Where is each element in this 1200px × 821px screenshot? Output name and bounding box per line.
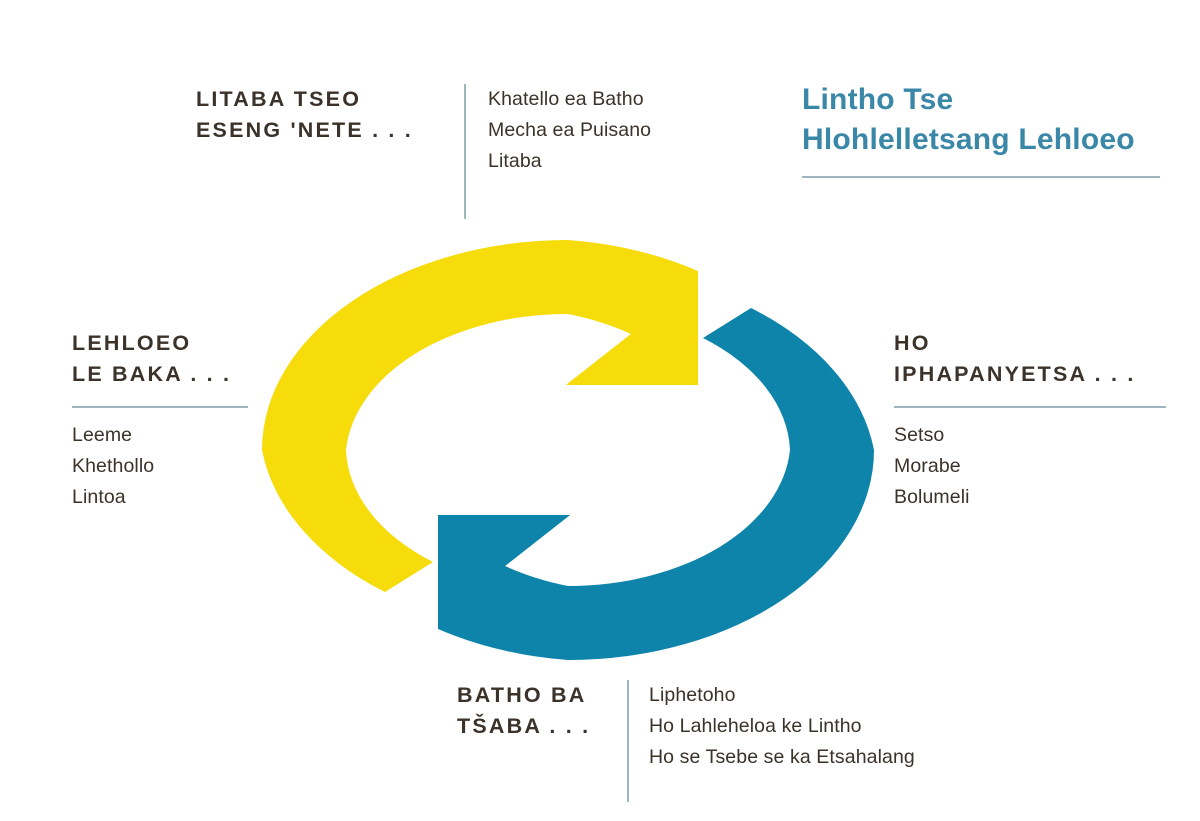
page-title: Lintho Tse Hlohlelletsang Lehloeo [802,80,1182,178]
list-item: Mecha ea Puisano [488,118,652,141]
list-item: Liphetoho [649,684,736,706]
block-misinformation-heading: LITABA TSEO ESENG 'NETE . . . [196,87,413,143]
block-divide: HO IPHAPANYETSA . . . Setso Morabe Bolum… [894,328,1166,513]
page-title-divider [802,175,1160,178]
block-misinformation-list: Khatello ea Batho Mecha ea Puisano Litab… [488,84,651,176]
yellow-arrowhead [566,271,698,385]
yellow-arrow-shape [262,240,698,592]
block-fear: BATHO BA TŠABA . . . Liphetoho Ho Lahleh… [457,680,915,802]
block-divide-list: Setso Morabe Bolumeli [894,420,1166,512]
list-item: Leeme [72,424,133,447]
block-fear-list: Liphetoho Ho Lahleheloa ke Lintho Ho se … [649,680,915,772]
blue-arrowhead [438,515,570,629]
list-item: Lintoa [72,485,126,508]
list-item: Litaba [488,149,542,172]
block-causes: LEHLOEO LE BAKA . . . Leeme Khethollo Li… [72,328,248,513]
block-fear-divider [627,680,629,802]
block-divide-divider [894,406,1166,409]
list-item: Bolumeli [894,485,970,508]
block-misinformation-divider [464,84,466,219]
block-causes-list: Leeme Khethollo Lintoa [72,420,248,512]
list-item: Ho Lahleheloa ke Lintho [649,714,862,737]
list-item: Khatello ea Batho [488,88,644,110]
block-misinformation: LITABA TSEO ESENG 'NETE . . . Khatello e… [196,84,651,219]
blue-arrow [438,308,874,660]
list-item: Setso [894,424,945,447]
block-causes-heading: LEHLOEO LE BAKA . . . [72,331,232,387]
block-causes-divider [72,406,248,409]
list-item: Khethollo [72,455,155,478]
block-divide-heading: HO IPHAPANYETSA . . . [894,331,1136,387]
blue-arrow-shape [438,308,874,660]
block-fear-heading: BATHO BA TŠABA . . . [457,683,591,739]
list-item: Morabe [894,455,961,478]
list-item: Ho se Tsebe se ka Etsahalang [649,745,915,768]
yellow-arrow [262,240,698,592]
page-title-text: Lintho Tse Hlohlelletsang Lehloeo [802,83,1135,156]
